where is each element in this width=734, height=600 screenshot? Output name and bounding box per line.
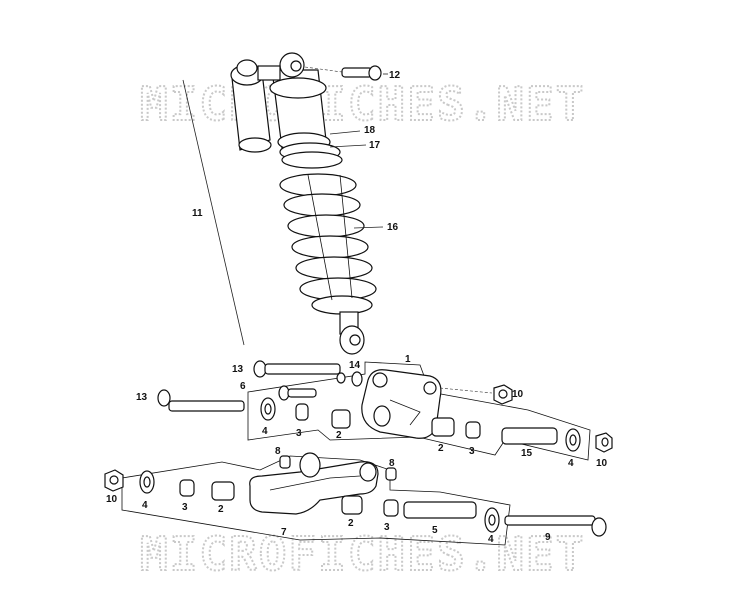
callout-6: 6 — [240, 381, 246, 392]
washer-14 — [351, 371, 363, 387]
reservoir-canister — [230, 59, 272, 153]
nut-10-lower — [104, 469, 124, 492]
callout-10-right: 10 — [596, 458, 608, 469]
pull-rod-link — [249, 452, 379, 515]
seal-3-lower-right — [383, 499, 399, 517]
callout-8-left: 8 — [275, 446, 281, 457]
callout-4-upper-right: 4 — [568, 458, 574, 469]
bolt-13-upper — [253, 360, 346, 384]
callout-8-right: 8 — [389, 458, 395, 469]
washer-4-upper-right-inner — [569, 434, 577, 446]
bushing-2-lower-right — [341, 495, 363, 515]
shock-absorber — [230, 52, 377, 355]
washer-4-lower-left-inner — [143, 476, 151, 488]
sleeve-15 — [501, 427, 558, 445]
callout-9: 9 — [545, 532, 551, 543]
callout-16: 16 — [387, 222, 399, 233]
callout-18: 18 — [364, 125, 376, 136]
lower-eyelet — [339, 311, 365, 355]
bushing-2-lower-left — [211, 481, 235, 501]
washer-4-upper-left-inner — [264, 403, 272, 415]
callout-4-lower-right: 4 — [488, 534, 494, 545]
group-outline-7 — [121, 455, 511, 546]
callout-5: 5 — [432, 525, 438, 536]
callout-3-upper-left: 3 — [296, 428, 302, 439]
nut-10-right — [595, 432, 613, 453]
callout-10-lower: 10 — [106, 494, 118, 505]
callout-7: 7 — [281, 527, 287, 538]
nut-10-upper — [439, 384, 513, 405]
bolt-13-lower — [157, 389, 245, 412]
callout-11: 11 — [192, 208, 203, 219]
washer-4-lower-right-inner — [488, 514, 496, 526]
callout-2-upper-left: 2 — [336, 430, 342, 441]
callout-labels: 12 18 17 11 16 1 14 13 6 13 10 4 3 2 2 3… — [106, 70, 608, 545]
callout-3-upper-right: 3 — [469, 446, 475, 457]
bushing-2-upper-left — [331, 409, 351, 429]
seal-3-upper-right — [465, 421, 481, 439]
bushing-8-left — [279, 455, 291, 469]
bolt-12 — [304, 65, 388, 81]
callout-2-upper-right: 2 — [438, 443, 444, 454]
callout-2-lower-left: 2 — [218, 504, 224, 515]
callout-3-lower-right: 3 — [384, 522, 390, 533]
callout-2-lower-right: 2 — [348, 518, 354, 529]
watermark-bottom: MICROFICHES.NET — [140, 527, 585, 581]
coil-spring — [279, 173, 377, 315]
callout-3-lower-left: 3 — [182, 502, 188, 513]
callout-14: 14 — [349, 360, 361, 371]
bushing-2-upper-right — [431, 417, 455, 437]
callout-13-lower: 13 — [136, 392, 148, 403]
group-outline-1 — [247, 361, 591, 461]
callout-1: 1 — [405, 354, 411, 365]
rocker-link — [361, 369, 442, 439]
lock-ring — [281, 151, 343, 169]
leader-11 — [182, 79, 245, 346]
callout-17: 17 — [369, 140, 381, 151]
callout-12: 12 — [389, 70, 401, 81]
sleeve-5 — [403, 501, 477, 519]
callout-10-upper: 10 — [512, 389, 524, 400]
callout-13-upper: 13 — [232, 364, 244, 375]
bushing-8-right — [385, 467, 397, 481]
seal-3-upper-left — [295, 403, 309, 421]
callout-4-upper-left: 4 — [262, 426, 268, 437]
callout-4-lower-left: 4 — [142, 500, 148, 511]
bolt-9 — [504, 515, 607, 537]
callout-15: 15 — [521, 448, 533, 459]
seal-3-lower-left — [179, 479, 195, 497]
bolt-6 — [278, 385, 317, 401]
watermark-top: MICROFICHES.NET — [140, 77, 585, 131]
